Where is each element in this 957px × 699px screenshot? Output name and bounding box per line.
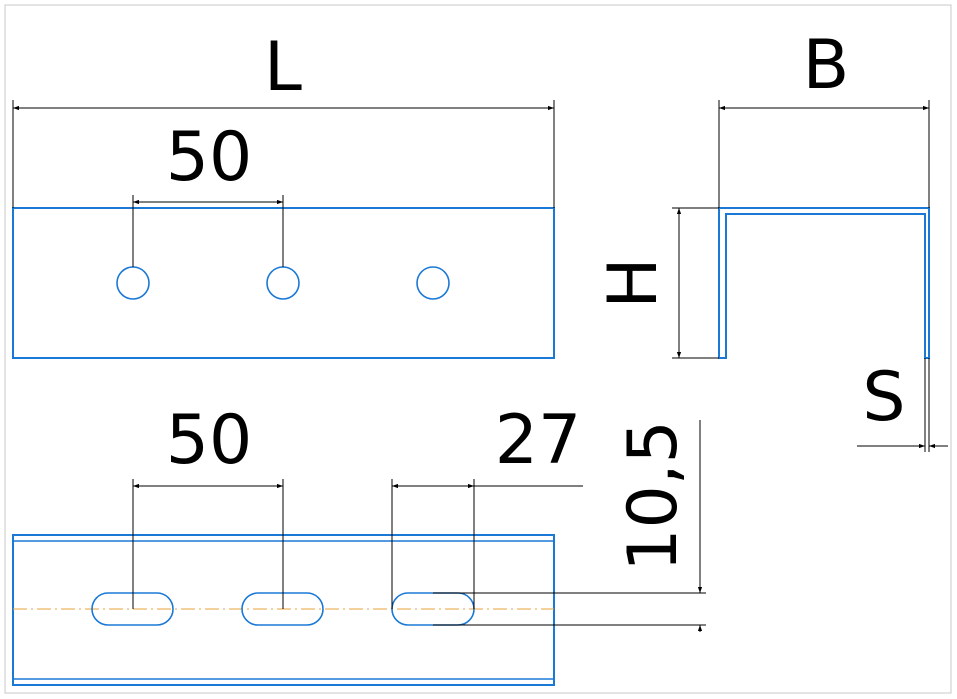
channel-profile xyxy=(718,207,930,359)
hole-pitch-label: 50 xyxy=(166,118,253,197)
thickness-label: S xyxy=(862,358,905,437)
mounting-hole-1 xyxy=(116,266,150,300)
profile-view: B H S xyxy=(594,26,948,452)
slot-length-label: 27 xyxy=(495,401,582,480)
width-label: B xyxy=(803,26,850,105)
slotted-view: 50 27 10,5 xyxy=(12,401,706,686)
slot-2 xyxy=(241,592,324,626)
slot-width-label: 10,5 xyxy=(614,420,693,571)
mounting-hole-3 xyxy=(416,266,450,300)
slot-1 xyxy=(91,592,174,626)
height-label: H xyxy=(594,257,673,308)
drawing-frame xyxy=(4,4,952,694)
slot-pitch-label: 50 xyxy=(166,401,253,480)
length-label: L xyxy=(264,28,302,107)
top-view: L 50 xyxy=(12,28,555,359)
mounting-hole-2 xyxy=(266,266,300,300)
